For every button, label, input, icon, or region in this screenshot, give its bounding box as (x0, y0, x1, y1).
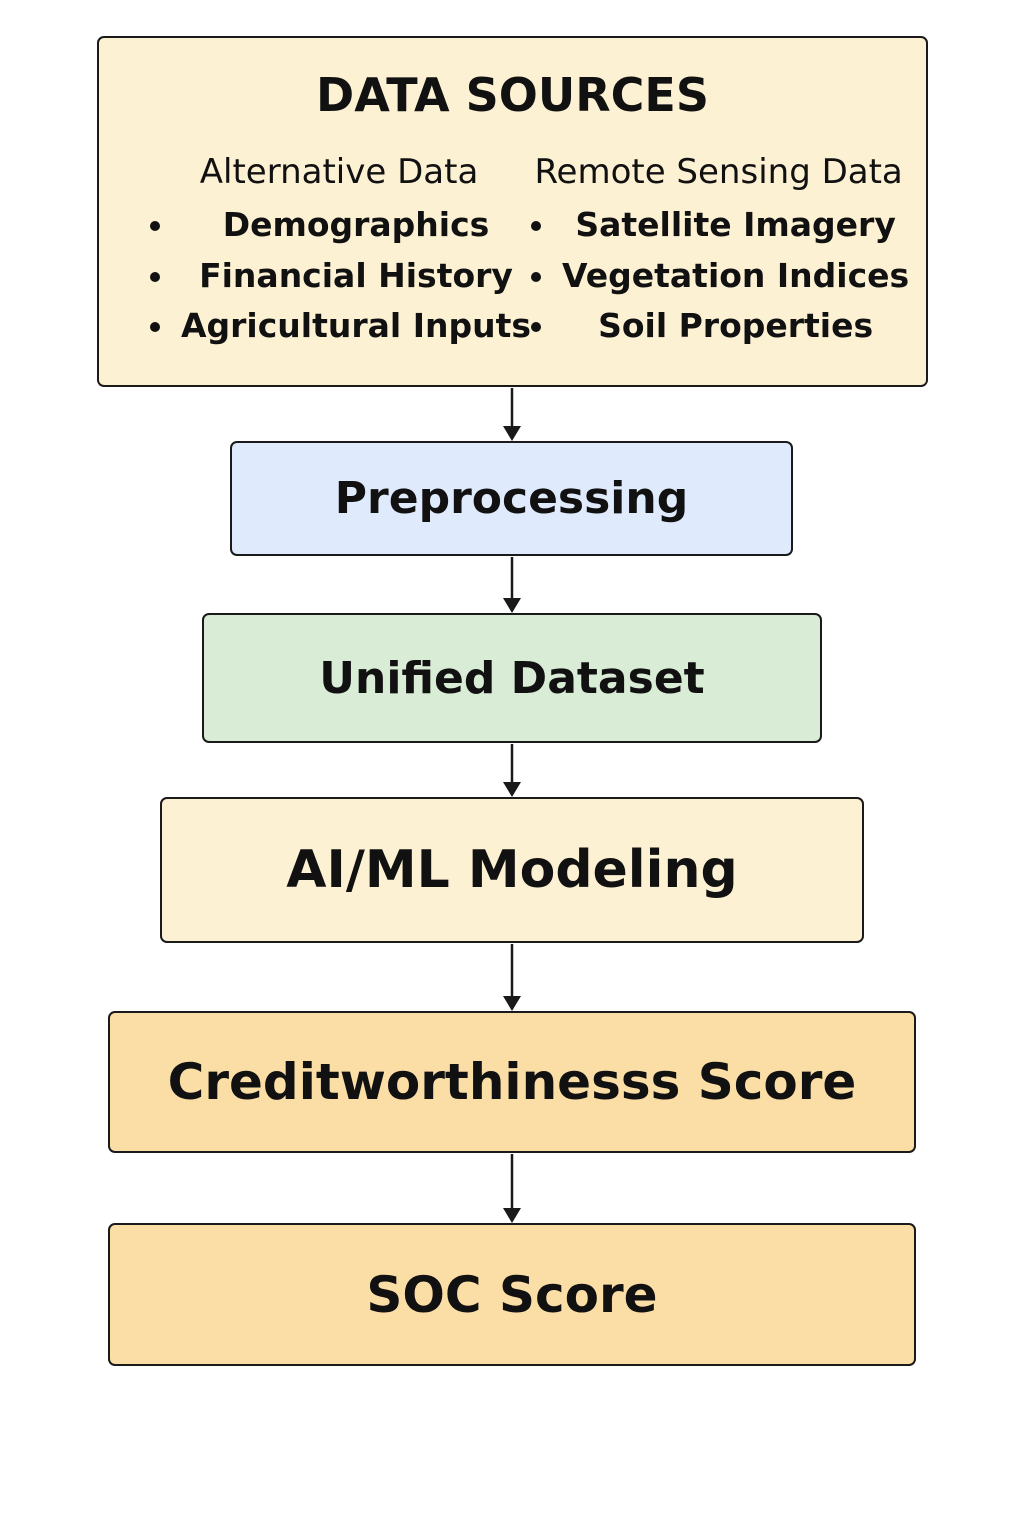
data-sources-box: DATA SOURCES Alternative Data Demographi… (97, 36, 928, 387)
list-item-label: Satellite Imagery (575, 205, 896, 244)
ai-ml-modeling-box: AI/ML Modeling (160, 797, 864, 943)
arrow-credit-to-soc-head (503, 1208, 521, 1223)
list-item: Financial History (147, 251, 531, 302)
alternative-data-column: Alternative Data Demographics Financial … (147, 150, 531, 352)
data-sources-title: DATA SOURCES (316, 68, 709, 122)
list-item: Vegetation Indices (528, 251, 909, 302)
arrow-preprocessing-to-unified-head (503, 598, 521, 613)
list-item: Soil Properties (528, 301, 909, 352)
list-item: Satellite Imagery (528, 200, 909, 251)
remote-sensing-data-column: Remote Sensing Data Satellite Imagery Ve… (528, 150, 909, 352)
preprocessing-box: Preprocessing (230, 441, 793, 556)
list-item-label: Soil Properties (598, 306, 874, 345)
list-item-label: Demographics (222, 205, 490, 244)
preprocessing-label: Preprocessing (334, 473, 689, 524)
list-item: Agricultural Inputs (147, 301, 531, 352)
arrow-sources-to-preprocessing-head (503, 426, 521, 441)
bullet-icon (150, 221, 160, 231)
ai-ml-modeling-label: AI/ML Modeling (286, 840, 738, 900)
arrow-unified-to-modeling-head (503, 782, 521, 797)
remote-sensing-data-list: Satellite Imagery Vegetation Indices Soi… (528, 200, 909, 352)
soc-score-label: SOC Score (366, 1265, 658, 1324)
soc-score-box: SOC Score (108, 1223, 916, 1366)
list-item-label: Financial History (199, 255, 513, 295)
arrow-modeling-to-credit-head (503, 996, 521, 1011)
unified-dataset-box: Unified Dataset (202, 613, 822, 743)
bullet-icon (150, 271, 160, 282)
creditworthiness-score-box: Creditworthinesss Score (108, 1011, 916, 1153)
list-item-label: Vegetation Indices (562, 255, 910, 295)
creditworthiness-score-label: Creditworthinesss Score (167, 1053, 857, 1111)
bullet-icon (531, 271, 541, 282)
list-item-label: Agricultural Inputs (181, 306, 532, 345)
bullet-icon (531, 221, 541, 231)
list-item: Demographics (147, 200, 531, 251)
alternative-data-heading: Alternative Data (199, 152, 479, 192)
unified-dataset-label: Unified Dataset (319, 652, 705, 704)
alternative-data-list: Demographics Financial History Agricultu… (147, 200, 531, 352)
remote-sensing-data-heading: Remote Sensing Data (534, 152, 903, 192)
bullet-icon (531, 322, 541, 332)
bullet-icon (150, 322, 160, 332)
